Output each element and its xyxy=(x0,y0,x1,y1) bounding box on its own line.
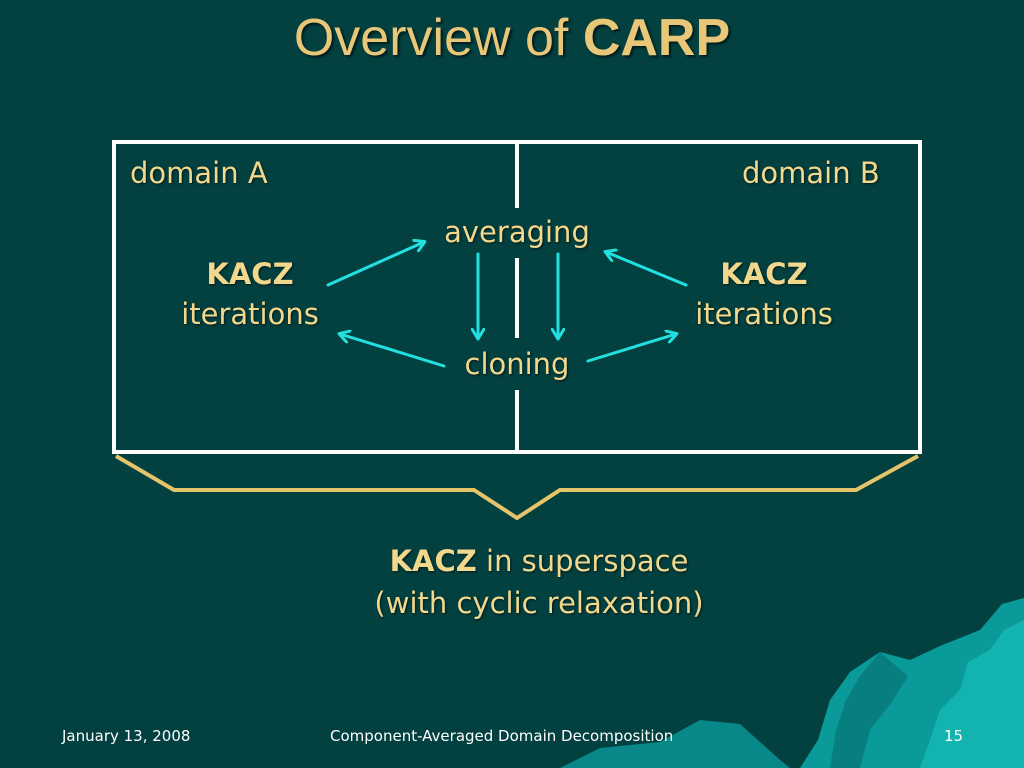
left-method-label: KACZ xyxy=(206,257,294,291)
summary-line-1: KACZ in superspace xyxy=(389,544,689,578)
arrow-right-iterations-to-averaging xyxy=(606,252,688,287)
summary-line-2: (with cyclic relaxation) xyxy=(374,586,704,620)
footer-title: Component-Averaged Domain Decomposition xyxy=(330,727,674,745)
footer-date: January 13, 2008 xyxy=(62,727,191,745)
superspace-brace xyxy=(114,454,919,521)
domain-a-label: domain A xyxy=(130,156,268,190)
left-iterations-label: iterations xyxy=(181,297,319,331)
averaging-label: averaging xyxy=(444,215,590,249)
arrow-cloning-to-right-iterations xyxy=(586,334,676,363)
right-iterations-label: iterations xyxy=(695,297,833,331)
cloning-label: cloning xyxy=(464,347,570,381)
footer-page-number: 15 xyxy=(944,727,964,745)
slide-title: Overview of CARP xyxy=(293,9,731,67)
domain-b-label: domain B xyxy=(742,156,880,190)
arrow-cloning-to-left-iterations xyxy=(340,334,446,368)
right-method-label: KACZ xyxy=(720,257,808,291)
arrow-left-iterations-to-averaging xyxy=(326,242,424,287)
flow-arrows xyxy=(326,242,688,368)
